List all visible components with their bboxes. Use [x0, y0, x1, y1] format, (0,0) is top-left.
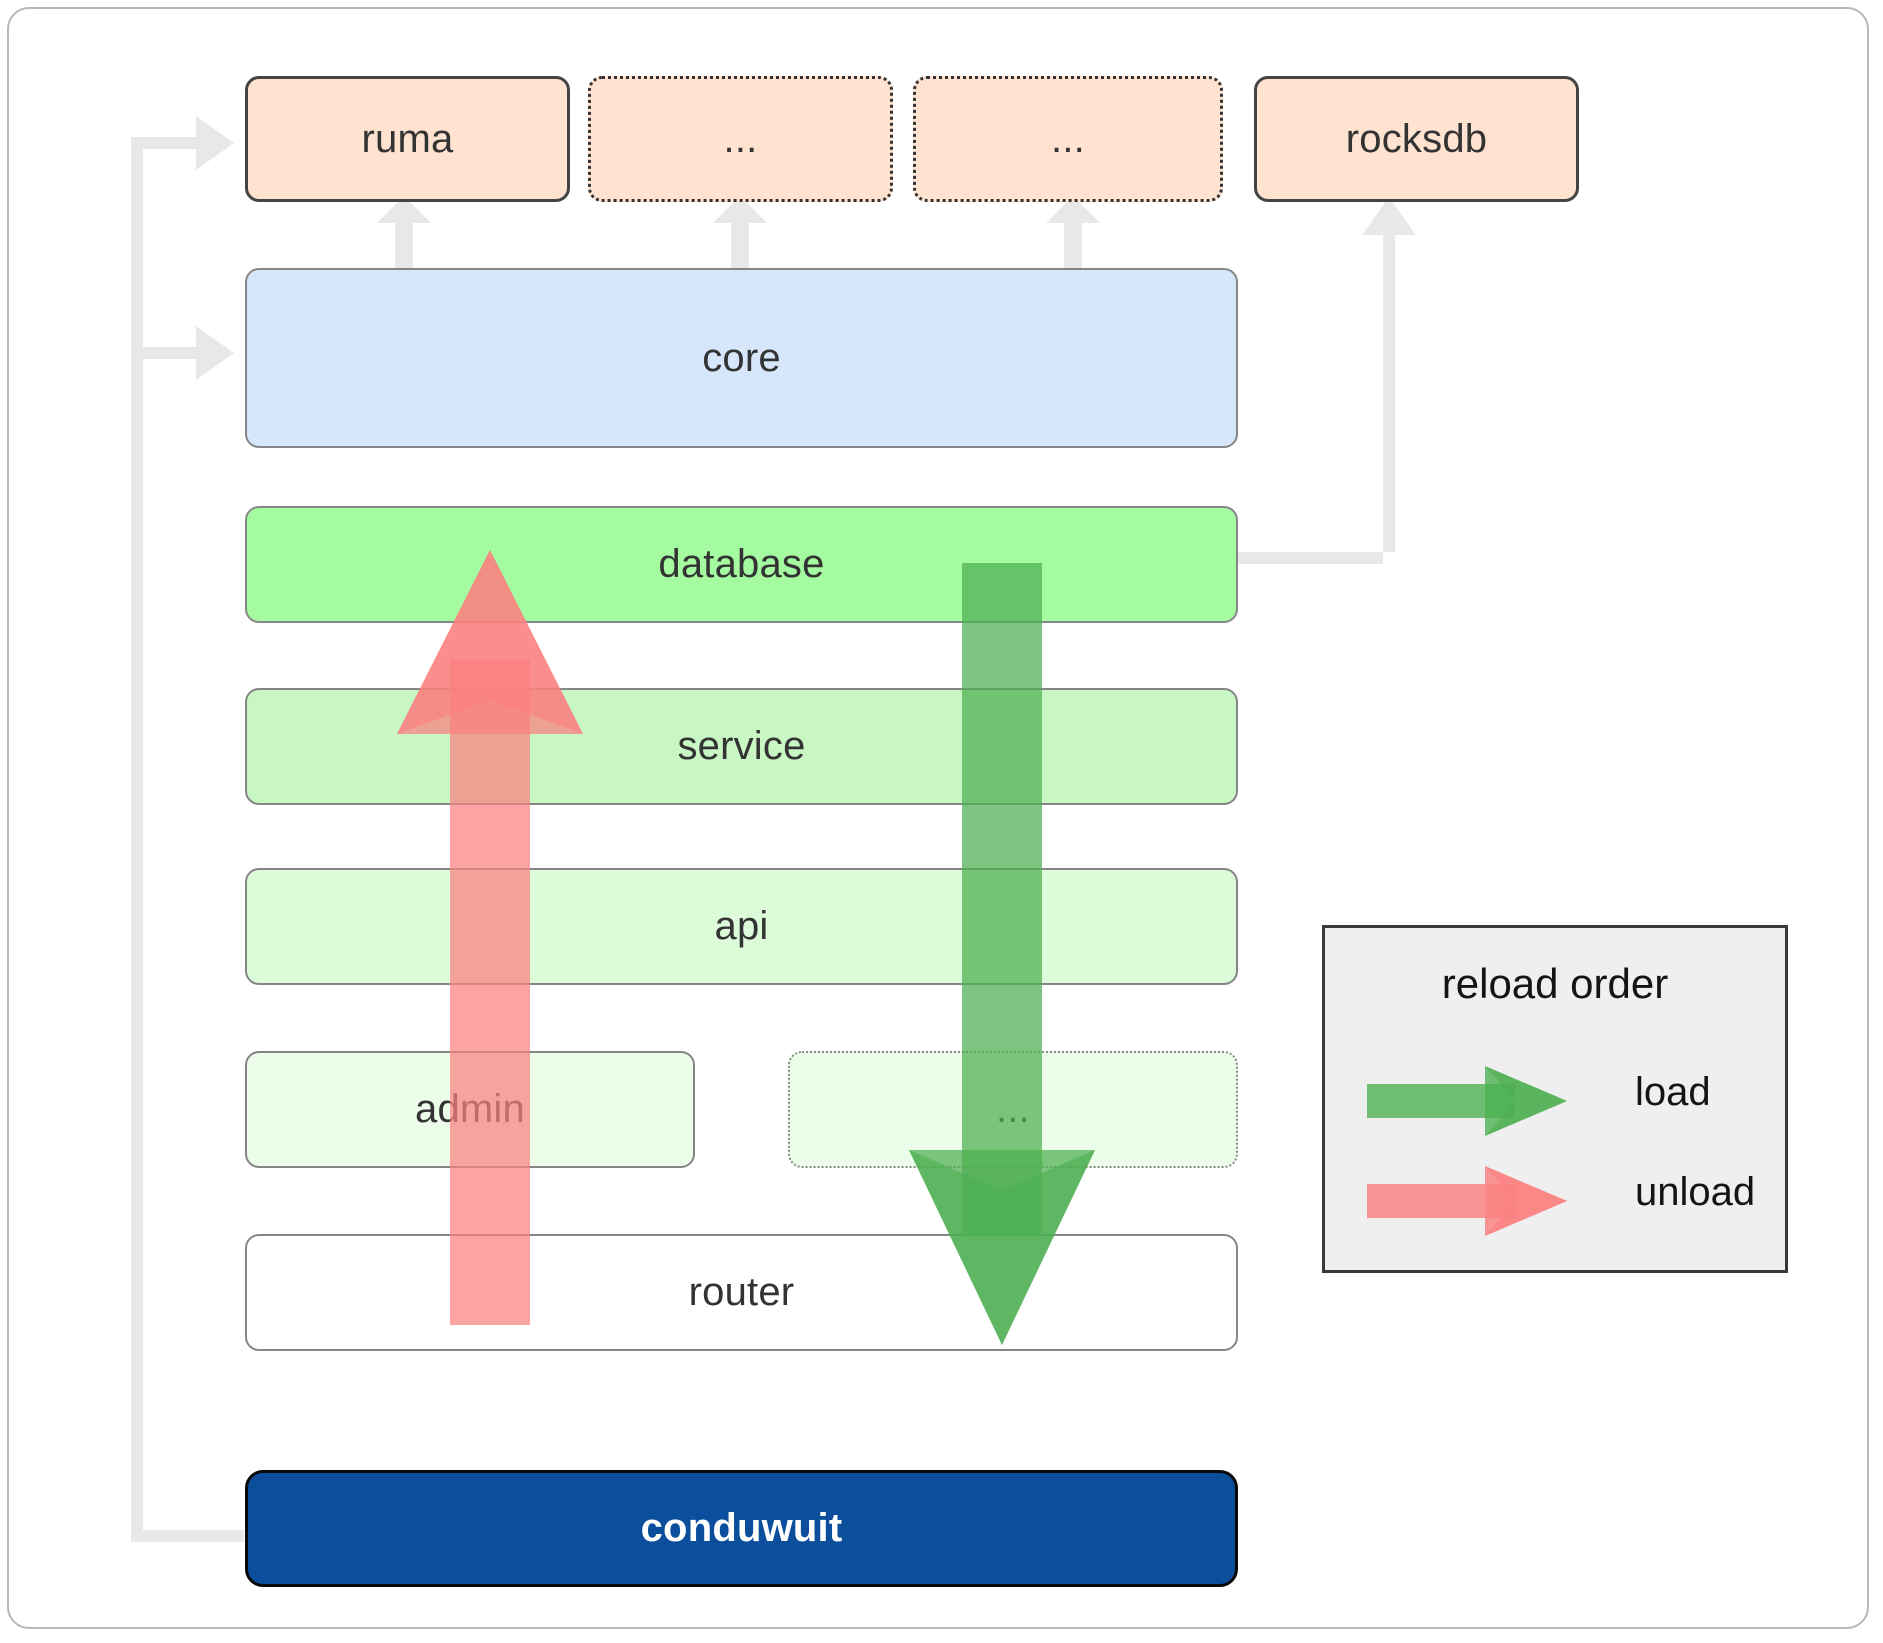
load-arrow [909, 563, 1095, 1345]
unload-arrow [397, 550, 583, 1325]
legend-panel: reload order load unload [1322, 925, 1788, 1273]
node-api[interactable]: api [245, 868, 1238, 985]
connector-core-to-ext1 [713, 196, 767, 269]
load-arrow-icon [1367, 1066, 1567, 1136]
legend-label-unload: unload [1635, 1170, 1756, 1214]
legend-label-load: load [1635, 1070, 1711, 1114]
legend-row-load: load [1325, 1058, 1785, 1148]
legend-row-unload: unload [1325, 1158, 1785, 1248]
connector-database-to-rocksdb [1238, 197, 1416, 564]
connector-core-to-ext2 [1046, 196, 1100, 269]
unload-arrow-icon [1367, 1166, 1567, 1236]
connector-conduwuit-to-core [143, 326, 234, 380]
connector-core-to-ruma [377, 196, 431, 269]
connector-conduwuit-to-ruma [131, 116, 244, 1542]
legend-title: reload order [1441, 960, 1669, 1007]
